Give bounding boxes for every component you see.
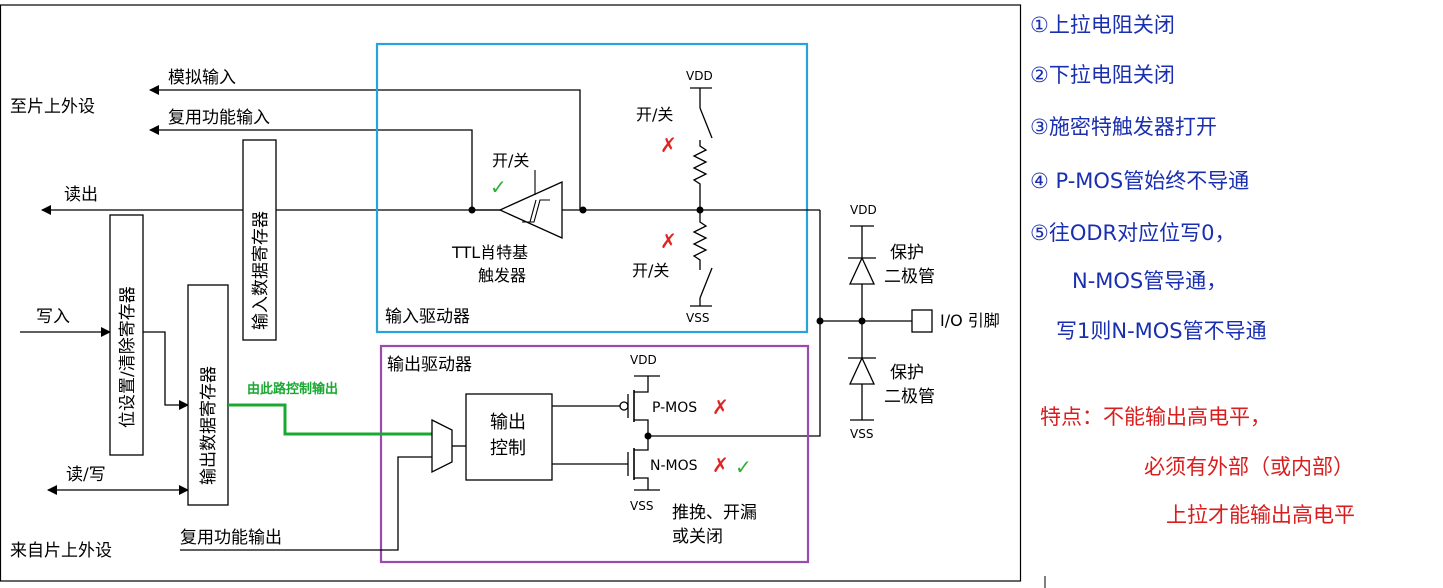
note-item-2: ②下拉电阻关闭	[1030, 63, 1175, 87]
diode-top-label-line1: 保护	[890, 243, 924, 263]
alt-func-input-line	[149, 125, 473, 210]
io-pin	[911, 309, 933, 333]
input-driver-box	[375, 42, 809, 334]
diode-bottom-label-line2: 二极管	[884, 387, 935, 407]
note-item-5: ⑤往ODR对应位写0，	[1030, 221, 1235, 245]
diagram-frame	[0, 4, 1022, 582]
pullup-on-off-label: 开/关	[636, 105, 673, 124]
nmos-drain	[634, 436, 649, 451]
label-read-write: 读/写	[66, 465, 106, 485]
pmos-label: P-MOS	[652, 400, 697, 416]
junction-dot	[579, 206, 587, 214]
protection-diode-top	[848, 256, 876, 285]
note-item-3: ③施密特触发器打开	[1030, 115, 1217, 139]
output-driver-title: 输出驱动器	[387, 355, 472, 375]
output-data-register-label: 输出数据寄存器	[199, 366, 219, 485]
nmos-cross-mark: ✗	[712, 453, 729, 477]
nmos-source	[634, 477, 649, 490]
notes-panel: ①上拉电阻关闭 ②下拉电阻关闭 ③施密特触发器打开 ④ P-MOS管始终不导通 …	[1030, 13, 1355, 527]
pullup-vdd-label: VDD	[686, 69, 713, 83]
pulldown-on-off-label: 开/关	[632, 261, 669, 280]
schmitt-trigger	[498, 180, 563, 240]
protection-vss-label: VSS	[850, 427, 873, 441]
note-item-4: ④ P-MOS管始终不导通	[1030, 169, 1249, 193]
output-control-label-line2: 控制	[490, 438, 526, 459]
label-from-peripheral: 来自片上外设	[10, 541, 112, 561]
schmitt-label-line2: 触发器	[478, 266, 526, 285]
pullup-resistor	[692, 140, 708, 210]
diode-top-label-line2: 二极管	[884, 267, 935, 287]
bit-set-reset-register-label: 位设置/清除寄存器	[118, 286, 138, 428]
alt-func-output-line	[180, 456, 432, 551]
output-control-block	[465, 393, 553, 481]
pmos-drain	[634, 419, 649, 436]
label-write-in: 写入	[36, 307, 70, 327]
label-analog-input: 模拟输入	[168, 68, 236, 88]
note-item-1: ①上拉电阻关闭	[1030, 13, 1175, 37]
label-alt-func-output: 复用功能输出	[180, 528, 282, 548]
output-mode-label-line2: 或关闭	[672, 527, 723, 547]
output-vdd-label: VDD	[630, 353, 657, 367]
input-driver-title: 输入驱动器	[385, 307, 470, 327]
output-multiplexer	[431, 418, 453, 474]
nmos-label: N-MOS	[650, 458, 698, 474]
schmitt-hysteresis-icon	[522, 199, 550, 223]
output-mode-label-line1: 推挽、开漏	[672, 503, 757, 523]
bit-set-reset-register	[109, 214, 144, 456]
green-control-path	[228, 403, 432, 436]
feature-line-2: 必须有外部（或内部）	[1144, 455, 1354, 479]
protection-diode-bottom	[848, 356, 876, 385]
pullup-cross-mark: ✗	[660, 133, 677, 157]
label-alt-func-input: 复用功能输入	[168, 108, 270, 128]
pulldown-switch	[699, 267, 713, 299]
output-data-register	[187, 284, 229, 506]
pulldown-cross-mark: ✗	[660, 229, 677, 253]
feature-line-3: 上拉才能输出高电平	[1166, 503, 1355, 527]
bsr-to-odr-line	[143, 331, 189, 410]
pulldown-resistor	[692, 210, 708, 270]
note-item-7: 写1则N-MOS管不导通	[1056, 319, 1267, 343]
io-pin-label: I/O 引脚	[940, 311, 1000, 330]
schmitt-on-off-label: 开/关	[492, 151, 529, 170]
schmitt-label-line1: TTL肖特基	[451, 243, 528, 262]
output-control-label-line1: 输出	[490, 412, 526, 433]
protection-vdd-label: VDD	[850, 203, 877, 217]
pmos-cross-mark: ✗	[712, 395, 729, 419]
analog-input-line	[149, 85, 581, 210]
junction-dot	[468, 206, 476, 214]
pullup-switch	[699, 107, 713, 139]
label-read-out: 读出	[64, 185, 98, 205]
pmos-source	[634, 376, 649, 393]
output-vss-label: VSS	[630, 499, 653, 513]
input-data-register-label: 输入数据寄存器	[251, 211, 271, 330]
note-item-6: N-MOS管导通，	[1072, 269, 1227, 293]
nmos-check-mark: ✓	[735, 455, 752, 479]
input-data-register	[242, 139, 277, 341]
output-driver-box	[379, 344, 810, 564]
pmos-gate-bubble	[619, 401, 629, 411]
diode-bottom-label-line1: 保护	[890, 363, 924, 383]
label-to-peripheral: 至片上外设	[10, 97, 95, 117]
junction-dot	[816, 317, 824, 325]
schmitt-check-mark: ✓	[490, 175, 507, 199]
pulldown-vss-label: VSS	[686, 311, 709, 325]
pad-wire	[648, 210, 821, 437]
control-path-label: 由此路控制输出	[247, 381, 338, 397]
feature-line-1: 特点：不能输出高电平，	[1040, 405, 1271, 429]
